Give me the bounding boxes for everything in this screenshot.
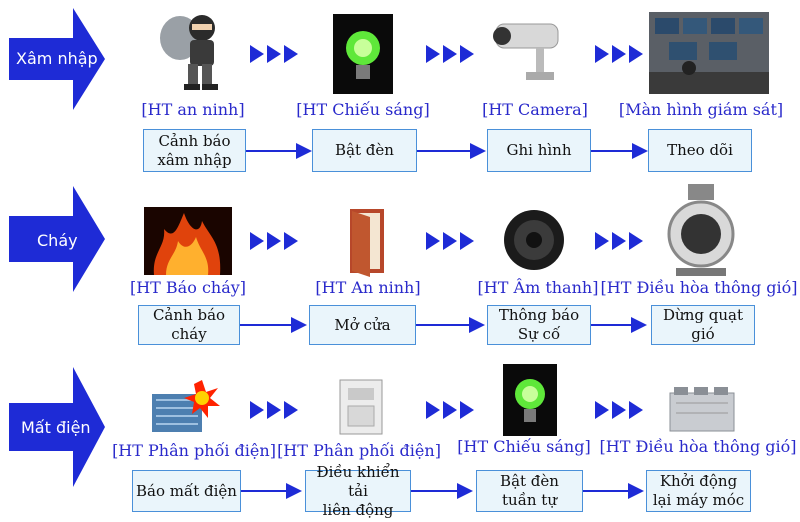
action-box: Theo dõi xyxy=(648,129,752,172)
security-camera-icon xyxy=(493,23,559,80)
system-label: [HT an ninh] xyxy=(141,100,245,119)
flow-chevrons xyxy=(250,232,298,250)
system-label: [HT Âm thanh] xyxy=(477,278,599,297)
flow-chevrons xyxy=(250,45,298,63)
flow-chevrons xyxy=(426,232,474,250)
system-label: [HT Báo cháy] xyxy=(129,278,247,297)
system-label: [HT Điều hòa thông gió] xyxy=(600,278,798,297)
system-label: [HT Chiếu sáng] xyxy=(296,100,430,119)
action-box: Điều khiển tải liên động xyxy=(305,463,411,519)
ventilation-fan-icon xyxy=(667,184,735,276)
system-label: [HT Phân phối điện] xyxy=(277,441,441,460)
system-label: [HT Điều hòa thông gió] xyxy=(599,437,797,456)
action-box: Báo mất điện xyxy=(132,470,241,512)
hvac-unit-icon xyxy=(669,387,735,432)
event-arrow xyxy=(9,186,105,292)
electrical-panel-icon xyxy=(339,379,383,435)
action-box: Cảnh báo cháy xyxy=(138,305,240,345)
action-box: Dừng quạt gió xyxy=(651,305,755,345)
action-box: Mở cửa xyxy=(309,305,416,345)
action-box: Thông báo Sự cố xyxy=(487,305,591,345)
flow-chevrons xyxy=(595,232,643,250)
action-box: Khởi động lại máy móc xyxy=(646,470,751,512)
action-box: Bật đèn tuần tự xyxy=(476,470,583,512)
flow-chevrons xyxy=(595,401,643,419)
speaker-icon xyxy=(504,210,564,270)
event-label: Cháy xyxy=(37,231,78,250)
action-box: Ghi hình xyxy=(487,129,591,172)
action-box: Cảnh báo xâm nhập xyxy=(143,129,246,172)
thief-icon xyxy=(160,15,218,90)
fire-icon xyxy=(144,207,232,275)
system-label: [HT Camera] xyxy=(482,100,588,119)
open-door-icon xyxy=(350,209,384,277)
light-bulb-icon xyxy=(333,14,393,94)
system-label: [HT An ninh] xyxy=(315,278,421,297)
flow-chevrons xyxy=(426,401,474,419)
power-unit-icon xyxy=(152,380,220,432)
action-box: Bật đèn xyxy=(312,129,417,172)
monitoring-room-icon xyxy=(649,12,769,94)
event-label: Mất điện xyxy=(21,418,91,437)
system-label: [HT Chiếu sáng] xyxy=(457,437,591,456)
flow-chevrons xyxy=(426,45,474,63)
event-arrow xyxy=(9,367,105,487)
event-arrow xyxy=(9,8,105,110)
system-label: [Màn hình giám sát] xyxy=(618,100,784,119)
flow-chevrons xyxy=(250,401,298,419)
system-label: [HT Phân phối điện] xyxy=(112,441,276,460)
light-bulb-icon xyxy=(503,364,557,436)
event-label: Xâm nhập xyxy=(16,49,98,68)
flow-chevrons xyxy=(595,45,643,63)
